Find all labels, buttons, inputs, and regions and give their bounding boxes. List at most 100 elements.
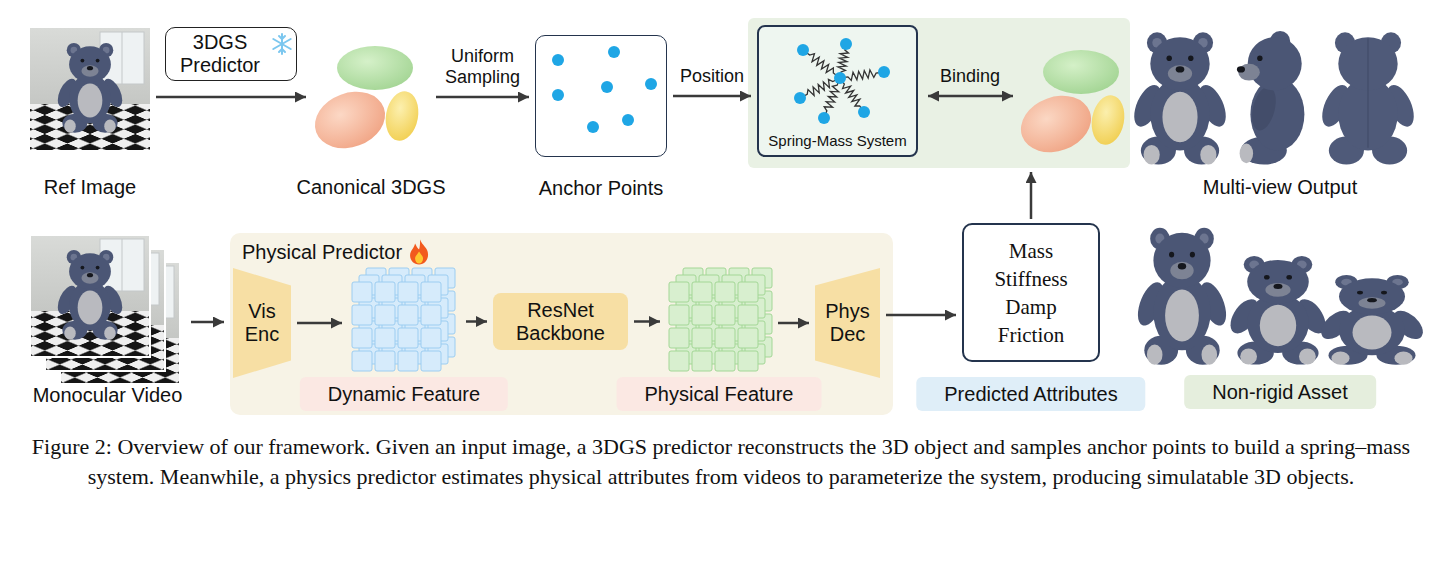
attribute-box: Mass Stiffness Damp FrictionPredicted At…	[962, 223, 1100, 362]
binding-arrow	[928, 95, 1013, 98]
drawing-part	[421, 328, 441, 348]
drawing-part	[398, 282, 418, 302]
bear-front	[1129, 32, 1232, 164]
drawing-part	[818, 112, 830, 124]
drawing-part	[715, 328, 735, 348]
drawing-part	[552, 89, 564, 101]
image-panel: Non-rigid Asset	[1135, 215, 1425, 368]
drawing-part	[645, 78, 657, 90]
process-box: 3DGS Predictor	[165, 27, 297, 81]
system-panel	[748, 18, 1130, 168]
trapezoid-fill	[815, 268, 880, 378]
drawing-part	[840, 78, 864, 112]
springs	[800, 44, 884, 118]
flow-arrow	[886, 314, 956, 317]
drawing-part	[421, 305, 441, 325]
feature-grid: Dynamic Feature	[348, 262, 460, 378]
drawing-part	[587, 121, 599, 133]
drawing-part	[352, 305, 372, 325]
drawing-part	[415, 252, 423, 264]
drawing-part	[824, 78, 840, 118]
drawing-part	[738, 351, 758, 371]
image-panel: Multi-view Output	[1135, 22, 1425, 172]
drawing-part	[375, 305, 395, 325]
node-caption: Predicted Attributes	[916, 377, 1145, 411]
node-label: Phys Dec	[825, 300, 869, 346]
edge-label: Position	[680, 66, 744, 88]
drawing-part	[410, 240, 428, 265]
node-label: ResNet Backbone	[516, 299, 605, 345]
drawing-part	[421, 351, 441, 371]
drawing-part	[669, 328, 689, 348]
node-caption: Ref Image	[44, 175, 136, 199]
node-caption: Dynamic Feature	[300, 377, 508, 411]
image-panel: Canonical 3DGS	[312, 44, 430, 150]
image-panel: Ref Image	[30, 28, 150, 150]
node-label: 3DGS Predictor	[180, 31, 260, 77]
parameter-arrow	[1030, 172, 1033, 219]
mass-dots	[794, 38, 890, 124]
drawing-part	[601, 81, 613, 93]
spring-box-fill	[757, 25, 918, 157]
drawing-part	[622, 114, 634, 126]
edge-label: Uniform Sampling	[445, 46, 520, 89]
flow-arrow	[673, 95, 751, 98]
feature-grids	[352, 268, 772, 371]
drawing-part	[715, 282, 735, 302]
drawing-part	[273, 39, 290, 49]
bear-squash	[1315, 275, 1429, 365]
image-panel: Monocular Video	[30, 235, 185, 382]
flow-arrow	[436, 96, 529, 99]
drawing-part	[738, 282, 758, 302]
drawing-part	[794, 92, 806, 104]
drawing-part	[669, 351, 689, 371]
drawing-part	[375, 328, 395, 348]
flow-arrow	[466, 320, 487, 323]
flow-arrow	[297, 322, 342, 325]
drawing-part	[279, 49, 285, 52]
module-panel: Physical PredictorVis EncDynamic Feature…	[230, 233, 893, 415]
drawing-part	[738, 328, 758, 348]
bear-squash	[1225, 256, 1331, 365]
trapezoid-fill	[233, 268, 291, 378]
bear-side	[1237, 31, 1305, 165]
frame-border	[30, 235, 150, 357]
spring-box: Spring-Mass System	[757, 25, 918, 157]
drawing-part	[552, 54, 564, 66]
node-label: Vis Enc	[245, 300, 279, 346]
predictor-panel	[230, 233, 893, 415]
bear-back	[1317, 32, 1420, 164]
node-caption: Monocular Video	[33, 383, 183, 407]
drawing-part	[398, 351, 418, 371]
drawing-part	[840, 38, 852, 50]
drawing-part	[421, 282, 441, 302]
arrow-label: Binding	[940, 66, 1000, 88]
drawing-part	[398, 305, 418, 325]
decoder-trapezoid: Phys Dec	[815, 268, 880, 378]
drawing-part	[858, 106, 870, 118]
drawing-part	[352, 328, 372, 348]
drawing-part	[692, 328, 712, 348]
drawing-part	[375, 282, 395, 302]
flow-arrow	[156, 96, 306, 99]
snowflake-icon	[273, 34, 290, 54]
fire-icon	[410, 240, 428, 265]
drawing-part	[375, 351, 395, 371]
drawing-part	[692, 305, 712, 325]
node-label: Mass Stiffness Damp Friction	[994, 237, 1067, 349]
drawing-part	[669, 305, 689, 325]
drawing-part	[797, 44, 809, 56]
flow-arrow	[778, 322, 809, 325]
drawing-part	[669, 282, 689, 302]
node-caption: Physical Feature	[617, 377, 822, 411]
drawing-part	[279, 36, 285, 39]
drawing-part	[352, 282, 372, 302]
feature-grid: Physical Feature	[666, 262, 772, 378]
drawing-part	[273, 39, 290, 49]
node-caption: Multi-view Output	[1203, 175, 1358, 199]
gaussian-ellipses	[307, 46, 422, 158]
drawing-part	[352, 351, 372, 371]
node-caption: Non-rigid Asset	[1184, 375, 1376, 409]
